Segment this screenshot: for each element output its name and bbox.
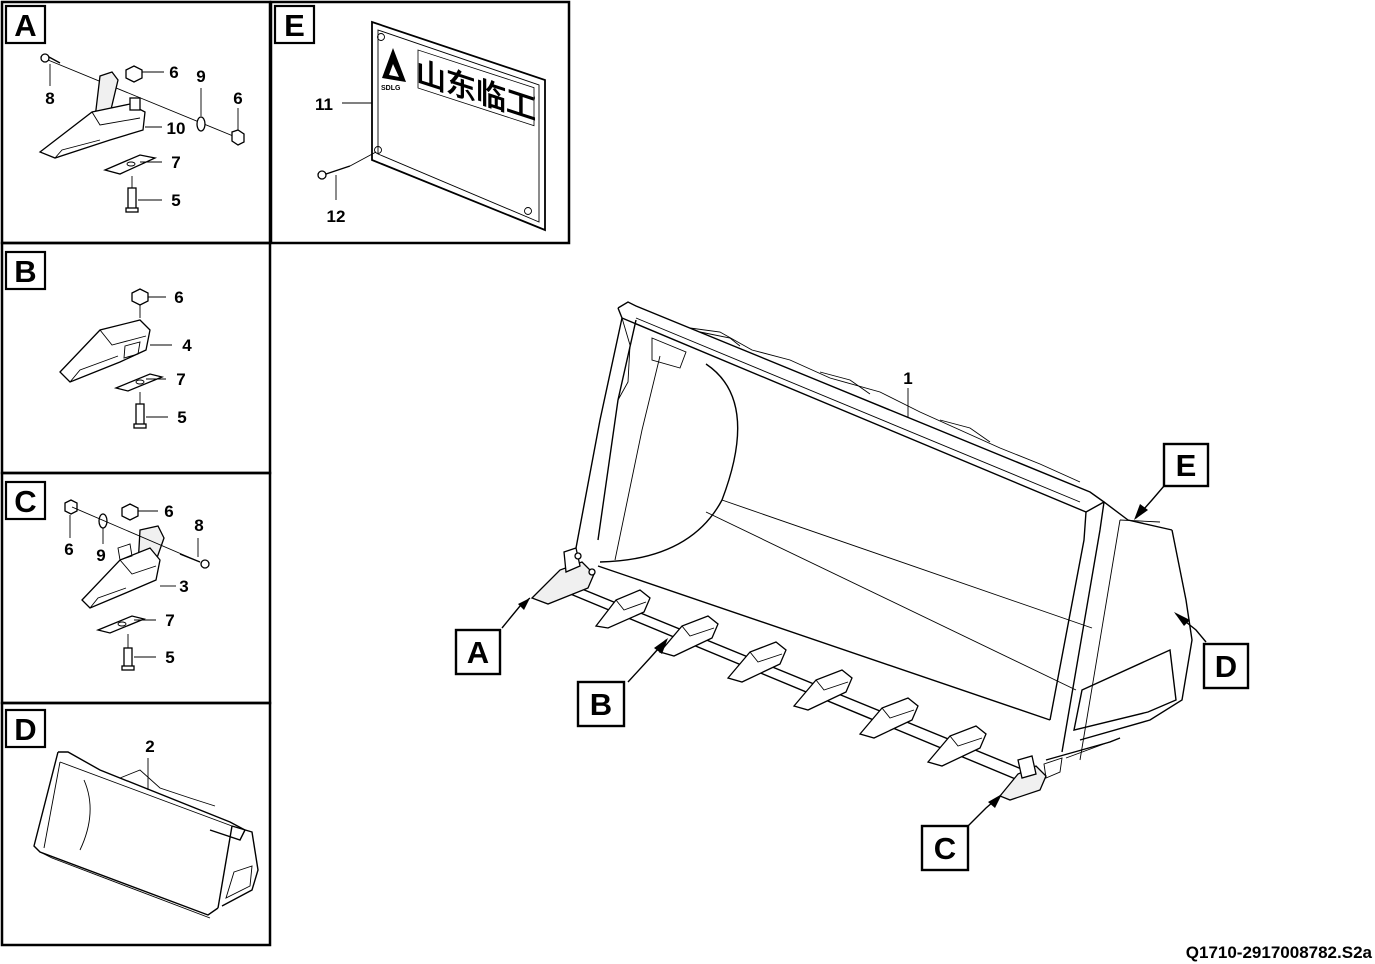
callout-b-4: 4 — [182, 336, 192, 355]
nameplate-part: SDLG 山东临工 — [371, 20, 546, 232]
callout-c-6-left: 6 — [64, 540, 73, 559]
panel-e: E SDLG 山东临工 11 12 — [273, 4, 546, 232]
shim-plate-part — [113, 373, 165, 392]
locator-a: A — [454, 597, 531, 676]
bolt-part — [71, 506, 210, 569]
nut-part — [125, 65, 143, 83]
small-bucket-part — [33, 751, 259, 919]
callout-a-6-top: 6 — [169, 63, 178, 82]
callout-b-7: 7 — [176, 370, 185, 389]
locator-e: E — [1134, 442, 1210, 520]
bucket-teeth — [594, 589, 987, 767]
bolt-vertical-part — [125, 176, 139, 213]
callout-e-12: 12 — [327, 207, 346, 226]
callout-c-8: 8 — [194, 516, 203, 535]
callout-c-3: 3 — [179, 577, 188, 596]
panel-b-letter: B — [14, 254, 36, 289]
locator-c: C — [920, 794, 1002, 872]
panel-c: C 6 9 6 8 3 — [4, 480, 210, 671]
bolt-vertical-part — [133, 392, 147, 429]
washer-part — [98, 513, 108, 529]
panel-frames — [0, 0, 571, 947]
main-bucket-part — [530, 301, 1193, 801]
callout-d-2: 2 — [145, 737, 154, 756]
callout-b-5: 5 — [177, 408, 186, 427]
callout-main-1: 1 — [903, 369, 912, 388]
locator-a-letter: A — [467, 635, 489, 670]
locator-e-letter: E — [1176, 448, 1197, 483]
callout-a-7: 7 — [171, 153, 180, 172]
panel-d-letter-box — [4, 708, 47, 749]
callout-a-8: 8 — [45, 89, 54, 108]
tooth-part — [59, 319, 151, 383]
bolt-vertical-part — [121, 634, 135, 671]
callout-a-6-right: 6 — [233, 89, 242, 108]
callout-a-10: 10 — [167, 119, 186, 138]
nameplate-brand: SDLG — [381, 85, 401, 92]
callout-a-5: 5 — [171, 191, 180, 210]
tooth-adapter-part — [38, 71, 146, 159]
panel-b: B 6 4 7 5 — [4, 250, 192, 429]
tooth-adapter-part — [81, 525, 165, 609]
panel-c-letter-box — [4, 480, 47, 521]
bolt-part — [40, 53, 239, 139]
panel-d-letter: D — [14, 712, 36, 747]
callout-b-6: 6 — [174, 288, 183, 307]
panel-a-letter-box — [4, 4, 47, 45]
nut-part — [121, 503, 139, 521]
callout-c-6-top: 6 — [164, 502, 173, 521]
locator-c-letter: C — [934, 831, 956, 866]
callout-a-9: 9 — [196, 67, 205, 86]
shim-plate-part — [103, 154, 158, 175]
callout-c-5: 5 — [165, 648, 174, 667]
panel-e-letter-box — [273, 4, 316, 45]
panel-a: A 8 6 9 — [4, 4, 245, 213]
screw-part — [317, 151, 377, 180]
locator-b: B — [576, 638, 668, 728]
nut-part-side — [64, 499, 78, 515]
nut-part — [131, 288, 149, 318]
callout-e-11: 11 — [315, 95, 333, 114]
locator-b-letter: B — [590, 687, 612, 722]
panel-a-letter: A — [14, 8, 36, 43]
document-number: Q1710-2917008782.S2a — [1186, 943, 1373, 962]
callout-c-7: 7 — [165, 611, 174, 630]
locator-d-letter: D — [1215, 649, 1237, 684]
shim-plate-part — [95, 615, 147, 634]
nut-part-side — [231, 129, 245, 146]
locator-d: D — [1174, 612, 1250, 690]
callout-c-9: 9 — [96, 546, 105, 565]
panel-b-letter-box — [4, 250, 47, 291]
panel-c-letter: C — [14, 484, 36, 519]
washer-part — [196, 116, 206, 132]
panel-e-letter: E — [284, 8, 305, 43]
panel-d: D 2 — [4, 708, 259, 919]
